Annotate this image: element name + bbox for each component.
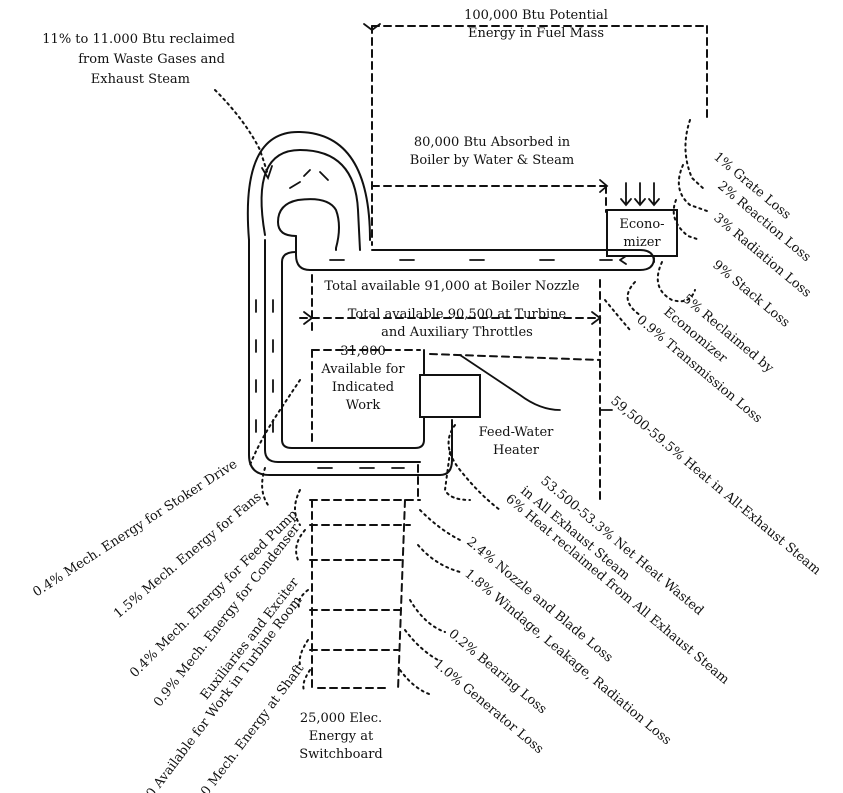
turbine-throttles-label: Total available 90,500 at Turbine and Au… <box>348 307 567 340</box>
switchboard-line-3: Switchboard <box>299 747 383 762</box>
absorbed-band <box>371 179 609 213</box>
fuel-energy-band <box>363 23 708 246</box>
absorbed-label: 80,000 Btu Absorbed in Boiler by Water &… <box>410 135 574 168</box>
turbine-region <box>299 274 602 691</box>
left-leaders <box>249 379 311 693</box>
feedwater-line-2: Heater <box>493 443 540 458</box>
reclaim-pointer <box>214 89 269 176</box>
turbine-throttles-line-2: and Auxiliary Throttles <box>381 325 533 340</box>
absorbed-line-1: 80,000 Btu Absorbed in <box>414 135 571 150</box>
switchboard-label: 25,000 Elec. Energy at Switchboard <box>299 711 383 762</box>
economizer: Econo- mizer <box>606 182 678 257</box>
potential-label-line-1: 100,000 Btu Potential <box>464 8 608 23</box>
indicated-line-1: 31,000 <box>340 344 386 359</box>
reclaimed-waste-line-1: 11% to 11.000 Btu reclaimed <box>42 32 235 47</box>
indicated-work-label: 31,000 Available for Indicated Work <box>320 344 405 413</box>
absorbed-line-2: Boiler by Water & Steam <box>410 153 574 168</box>
turbine-throttles-line-1: Total available 90,500 at Turbine <box>348 307 567 322</box>
boiler-nozzle-label: Total available 91,000 at Boiler Nozzle <box>324 279 579 294</box>
switchboard-line-1: 25,000 Elec. <box>300 711 382 726</box>
economizer-label-2: mizer <box>623 235 661 250</box>
feedwater-heater-box <box>419 374 481 418</box>
potential-label: 100,000 Btu Potential Energy in Fuel Mas… <box>464 8 608 41</box>
left-loss-labels: 0.4% Mech. Energy for Stoker Drive 1.5% … <box>30 457 307 793</box>
reclaimed-waste-line-2: from Waste Gases and <box>78 52 225 67</box>
potential-label-line-2: Energy in Fuel Mass <box>468 26 604 41</box>
reclaimed-waste-line-3: Exhaust Steam <box>91 72 190 87</box>
reclaim-pointer-arrowhead <box>261 165 273 181</box>
feedwater-line-1: Feed-Water <box>479 425 555 440</box>
indicated-line-2: Available for <box>320 362 405 377</box>
indicated-line-4: Work <box>346 398 381 413</box>
boiler-pipe-loop <box>246 130 655 476</box>
reclaimed-waste-label: 11% to 11.000 Btu reclaimed from Waste G… <box>42 32 235 87</box>
switchboard-line-2: Energy at <box>309 729 374 744</box>
right-leaders <box>399 119 711 696</box>
feedwater-label: Feed-Water Heater <box>479 425 555 458</box>
indicated-line-3: Indicated <box>332 380 394 395</box>
economizer-box <box>606 209 678 257</box>
economizer-label-1: Econo- <box>619 217 664 232</box>
